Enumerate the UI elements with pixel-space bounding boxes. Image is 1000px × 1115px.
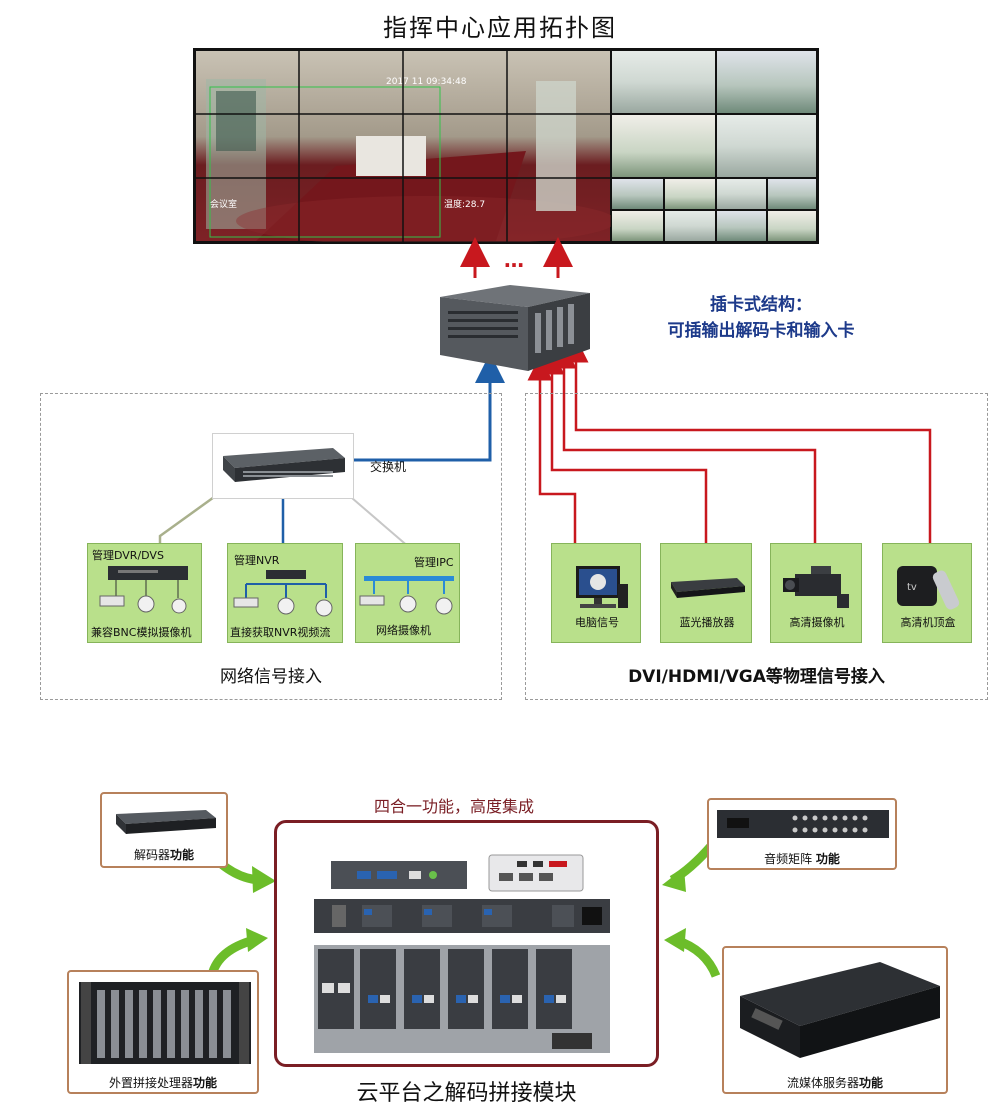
splicer-label-main: 外置拼接处理器 — [108, 1076, 193, 1090]
svg-text:tv: tv — [907, 582, 917, 593]
bluray-player-icon — [671, 578, 745, 598]
streaming-server-function-label: 流媒体服务器功能 — [724, 1074, 946, 1091]
card-chassis-device — [440, 285, 590, 373]
wall-feed-office-4 — [716, 114, 817, 178]
decoder-device-icon — [116, 810, 216, 834]
wall-feed-small-1 — [611, 178, 664, 210]
ipc-top-label: 管理IPC — [414, 556, 454, 569]
physical-section-label: DVI/HDMI/VGA等物理信号接入 — [628, 667, 885, 687]
dvr-device-icon — [99, 566, 188, 614]
decoding-module-frame — [274, 820, 659, 1067]
hd-camcorder-icon — [783, 566, 849, 608]
ipc-box: 管理IPC 网络摄像机 — [355, 543, 460, 643]
bluray-box: 蓝光播放器 — [660, 543, 752, 643]
network-signal-panel — [40, 393, 502, 700]
switch-label: 交换机 — [370, 460, 407, 474]
set-top-box-icon: tv — [897, 566, 960, 610]
wall-feed-small-5 — [611, 210, 664, 242]
network-switch — [212, 433, 354, 499]
wall-timestamp: 2017 11 09:34:48 — [386, 77, 467, 87]
page-title: 指挥中心应用拓扑图 — [383, 14, 617, 42]
pc-signal-box: 电脑信号 — [551, 543, 641, 643]
decoder-function-box: 解码器功能 — [100, 792, 228, 868]
dvr-dvs-bottom-label: 兼容BNC模拟摄像机 — [91, 626, 192, 639]
network-section-label: 网络信号接入 — [220, 667, 322, 687]
ipc-bottom-label: 网络摄像机 — [376, 624, 431, 637]
four-in-one-header: 四合一功能，高度集成 — [374, 797, 535, 816]
wall-feed-small-3 — [716, 178, 767, 210]
audio-label-main: 音频矩阵 — [764, 852, 816, 866]
mini-decoder-device — [331, 861, 467, 889]
wall-feed-small-2 — [664, 178, 716, 210]
wall-temp-label: 温度:28.7 — [444, 200, 486, 210]
streaming-label-bold: 功能 — [859, 1076, 884, 1090]
wall-feed-small-8 — [767, 210, 817, 242]
set-top-box-label: 高清机顶盒 — [900, 616, 956, 629]
nvr-top-label: 管理NVR — [234, 554, 280, 567]
streaming-label-main: 流媒体服务器 — [786, 1076, 859, 1090]
splicer-function-label: 外置拼接处理器功能 — [69, 1074, 257, 1091]
hd-camera-label: 高清摄像机 — [789, 616, 845, 629]
splicer-function-box: 外置拼接处理器功能 — [67, 970, 259, 1094]
bluray-label: 蓝光播放器 — [679, 616, 735, 629]
dvr-dvs-box: 管理DVR/DVS 兼容BNC模拟摄像机 — [87, 543, 202, 643]
nvr-box: 管理NVR 直接获取NVR视频流 — [227, 543, 343, 643]
wall-grid-lines — [195, 50, 611, 242]
nvr-device-icon — [233, 570, 333, 617]
wall-feed-office-2 — [716, 50, 817, 114]
chassis-note: 插卡式结构： 可插输出解码卡和输入卡 — [626, 292, 896, 344]
set-top-box: tv 高清机顶盒 — [882, 543, 972, 643]
wall-feed-small-6 — [664, 210, 716, 242]
physical-signal-panel — [525, 393, 988, 700]
decoder-function-label: 解码器功能 — [102, 846, 226, 863]
decoder-label-bold: 功能 — [170, 848, 195, 862]
audio-label-bold: 功能 — [815, 852, 840, 866]
pc-monitor-icon — [576, 566, 628, 608]
chassis-note-line1: 插卡式结构： — [710, 295, 812, 315]
splicer-label-bold: 功能 — [193, 1076, 218, 1090]
video-wall: 2017 11 09:34:48 会议室 温度:28.7 — [193, 48, 819, 244]
audio-matrix-function-box: 音频矩阵 功能 — [707, 798, 897, 870]
wall-feed-small-4 — [767, 178, 817, 210]
wall-room-label: 会议室 — [210, 200, 238, 210]
splicer-device-icon — [79, 982, 251, 1064]
dvr-dvs-top-label: 管理DVR/DVS — [92, 549, 164, 562]
streaming-server-function-box: 流媒体服务器功能 — [722, 946, 948, 1094]
mini-server-device — [488, 854, 584, 892]
multi-slot-chassis — [314, 945, 610, 1053]
pc-signal-label: 电脑信号 — [575, 616, 619, 629]
audio-matrix-function-label: 音频矩阵 功能 — [709, 850, 895, 867]
wall-feed-small-7 — [716, 210, 767, 242]
nvr-bottom-label: 直接获取NVR视频流 — [230, 626, 331, 639]
decoder-label-main: 解码器 — [133, 848, 170, 862]
chassis-note-line2: 可插输出解码卡和输入卡 — [667, 321, 855, 341]
hd-camera-box: 高清摄像机 — [770, 543, 862, 643]
wall-continuation-dots: … — [504, 248, 524, 272]
streaming-server-device-icon — [740, 962, 940, 1058]
module-caption: 云平台之解码拼接模块 — [356, 1081, 577, 1106]
wall-feed-office-3 — [611, 114, 716, 178]
audio-matrix-device-icon — [717, 810, 889, 838]
ipc-device-icon — [359, 576, 454, 615]
wall-feed-office-1 — [611, 50, 716, 114]
one-u-chassis — [314, 899, 610, 933]
